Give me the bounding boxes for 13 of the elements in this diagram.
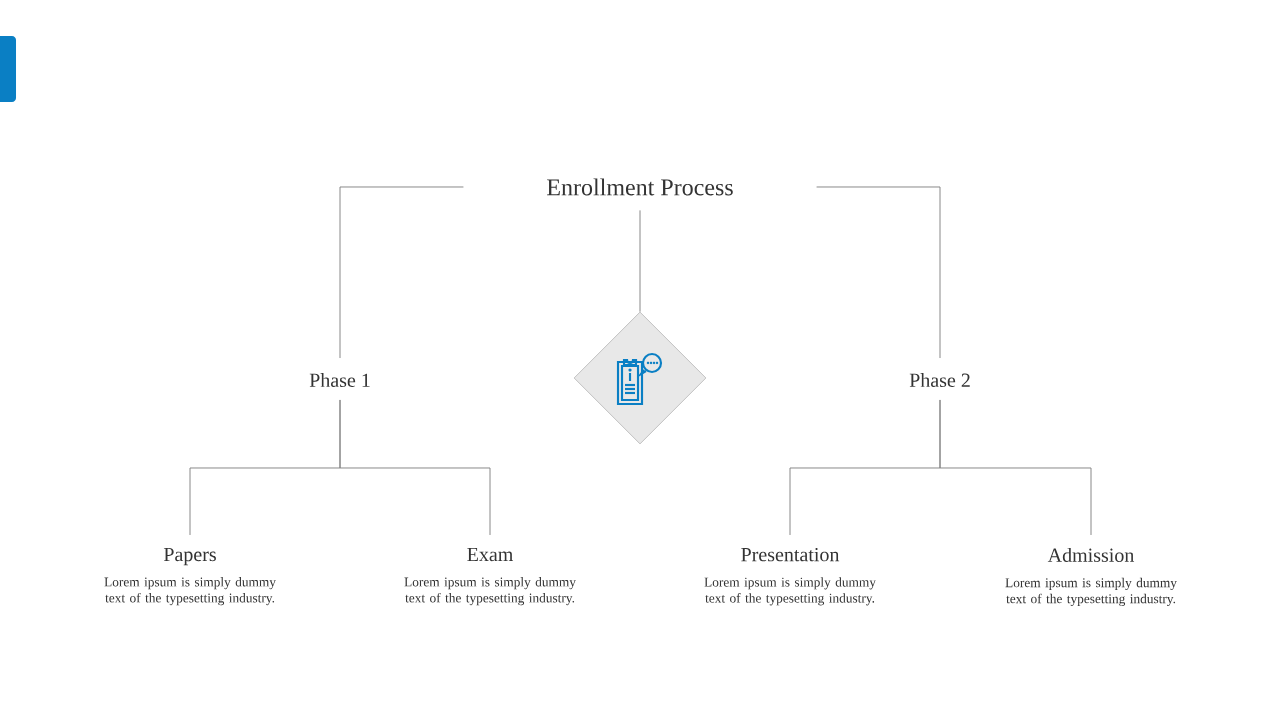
step-label: Papers Lorem ipsum is simply dummy text of the typesetting industry. [104, 547, 276, 606]
diamond-shape [573, 311, 707, 445]
heading-text: Enrollment Process [547, 178, 733, 196]
heading-text: Phase 1 [309, 372, 370, 387]
step-label: Presentation Lorem ipsum is simply dummy text of the typesetting industry. [704, 547, 876, 606]
step-label: Admission Lorem ipsum is simply dummy text of the typesetting industry. [1005, 547, 1177, 606]
step-label: Exam Lorem ipsum is simply dummy text of the typesetting industry. [404, 547, 576, 606]
connector-line [639, 209, 641, 313]
connector-line [339, 186, 464, 359]
connector-line [339, 399, 491, 536]
connector-line [939, 399, 1092, 536]
heading-text: Phase 2 [909, 372, 970, 387]
connector-line [816, 186, 941, 359]
